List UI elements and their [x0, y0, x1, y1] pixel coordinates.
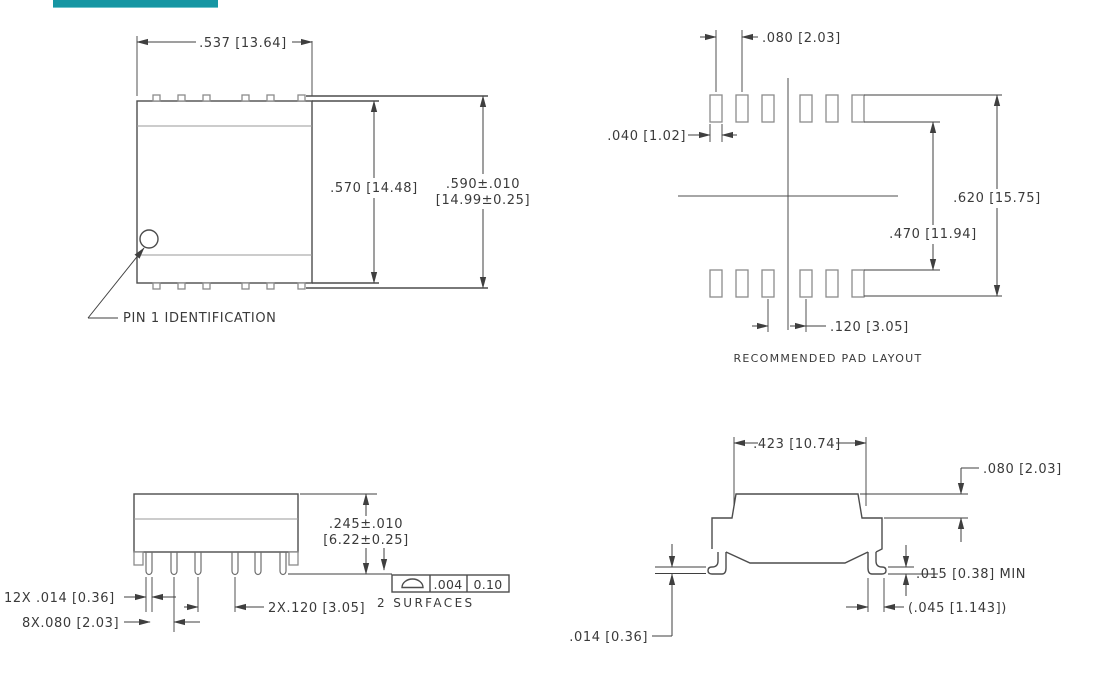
- dim-foot-length: (.045 [1.143]): [846, 578, 1007, 616]
- leads-side-view: [145, 552, 287, 576]
- body-bottom-edge: [725, 551, 869, 564]
- dim-lead-center-gap: 2X.120 [3.05]: [184, 577, 365, 616]
- dim-foot-length-label: (.045 [1.143]): [908, 601, 1007, 616]
- gullwing-lead-left: [707, 552, 727, 575]
- dim-body-height: .570 [14.48]: [312, 100, 418, 284]
- dim-overall-height-label-mm: [14.99±0.25]: [436, 193, 530, 208]
- dim-overall-height: .590±.010 [14.99±0.25]: [306, 95, 530, 289]
- dim-pad-width: .040 [1.02]: [607, 124, 737, 144]
- dim-standoff: .015 [0.38] MIN: [888, 545, 1026, 596]
- feature-control-frame: .004 0.10 2 SURFACES: [377, 548, 510, 610]
- dim-end-top-width-label: .423 [10.74]: [753, 437, 841, 452]
- package-body-top-view: [136, 100, 313, 284]
- dim-shoulder-height-label: .080 [2.03]: [983, 462, 1062, 477]
- end-view: .423 [10.74] .080 [2.03] .015 [0.38] MIN: [569, 437, 1062, 645]
- fcf-surfaces-note: 2 SURFACES: [377, 596, 475, 610]
- dim-inner-span-label: .470 [11.94]: [889, 227, 977, 242]
- pin1-callout-label: PIN 1 IDENTIFICATION: [123, 311, 277, 326]
- fcf-tolerance-inch: .004: [433, 577, 462, 592]
- pin1-leader: [87, 247, 145, 319]
- side-view: .245±.010 [6.22±0.25] .004 0.10 2 SURFAC…: [4, 493, 510, 632]
- dim-lead-width-label: 12X .014 [0.36]: [4, 591, 115, 606]
- gullwing-lead-right: [867, 552, 887, 575]
- top-view: PIN 1 IDENTIFICATION .537 [13.64] .570 […: [87, 36, 530, 326]
- package-body-side-view: [133, 493, 299, 553]
- dim-pad-pitch-label: .080 [2.03]: [762, 31, 841, 46]
- dim-center-gap-label: .120 [3.05]: [830, 320, 909, 335]
- dim-lead-width: 12X .014 [0.36]: [4, 577, 176, 612]
- teal-highlight-bar: [53, 0, 218, 8]
- dim-lead-thickness-label: .014 [0.36]: [569, 630, 648, 645]
- dim-lead-thickness: .014 [0.36]: [569, 544, 706, 645]
- pads-bottom-row: [709, 269, 865, 298]
- dim-outer-span-label: .620 [15.75]: [953, 191, 1041, 206]
- terminals-bottom-edge: [152, 282, 306, 290]
- dim-standoff-label: .015 [0.38] MIN: [916, 567, 1026, 582]
- dim-pad-width-label: .040 [1.02]: [607, 129, 686, 144]
- dim-overall-height-label-inch: .590±.010: [446, 177, 520, 192]
- terminals-top-edge: [152, 94, 306, 102]
- dim-lead-center-gap-label: 2X.120 [3.05]: [268, 601, 365, 616]
- dim-seated-height-label-mm: [6.22±0.25]: [323, 533, 409, 548]
- dim-seated-height-label-inch: .245±.010: [329, 517, 403, 532]
- fcf-tolerance-mm: 0.10: [473, 577, 502, 592]
- dim-center-gap: .120 [3.05]: [752, 299, 909, 335]
- dim-outer-span: .620 [15.75]: [864, 94, 1041, 297]
- pads-top-row: [709, 94, 865, 123]
- profile-of-a-surface-icon: [401, 578, 424, 589]
- dim-top-width: .537 [13.64]: [136, 36, 313, 96]
- dim-shoulder-height: .080 [2.03]: [860, 462, 1062, 542]
- dim-top-width-label: .537 [13.64]: [199, 36, 287, 51]
- dim-lead-pitch-label: 8X.080 [2.03]: [22, 616, 119, 631]
- dim-body-height-label: .570 [14.48]: [330, 181, 418, 196]
- standoff-tab-left: [133, 551, 144, 566]
- package-body-end-view: [711, 493, 883, 553]
- dim-pad-pitch: .080 [2.03]: [700, 30, 841, 92]
- dim-inner-span: .470 [11.94]: [864, 121, 977, 271]
- pad-layout-caption: RECOMMENDED PAD LAYOUT: [733, 352, 922, 365]
- dim-lead-pitch: 8X.080 [2.03]: [22, 577, 200, 632]
- standoff-tab-right: [288, 551, 299, 566]
- dim-end-top-width: .423 [10.74]: [733, 437, 867, 506]
- dim-seated-height: .245±.010 [6.22±0.25]: [288, 493, 409, 575]
- pin1-mark-circle: [139, 229, 159, 249]
- recommended-pad-layout-view: .080 [2.03] .040 [1.02] .620 [15.75]: [607, 30, 1041, 365]
